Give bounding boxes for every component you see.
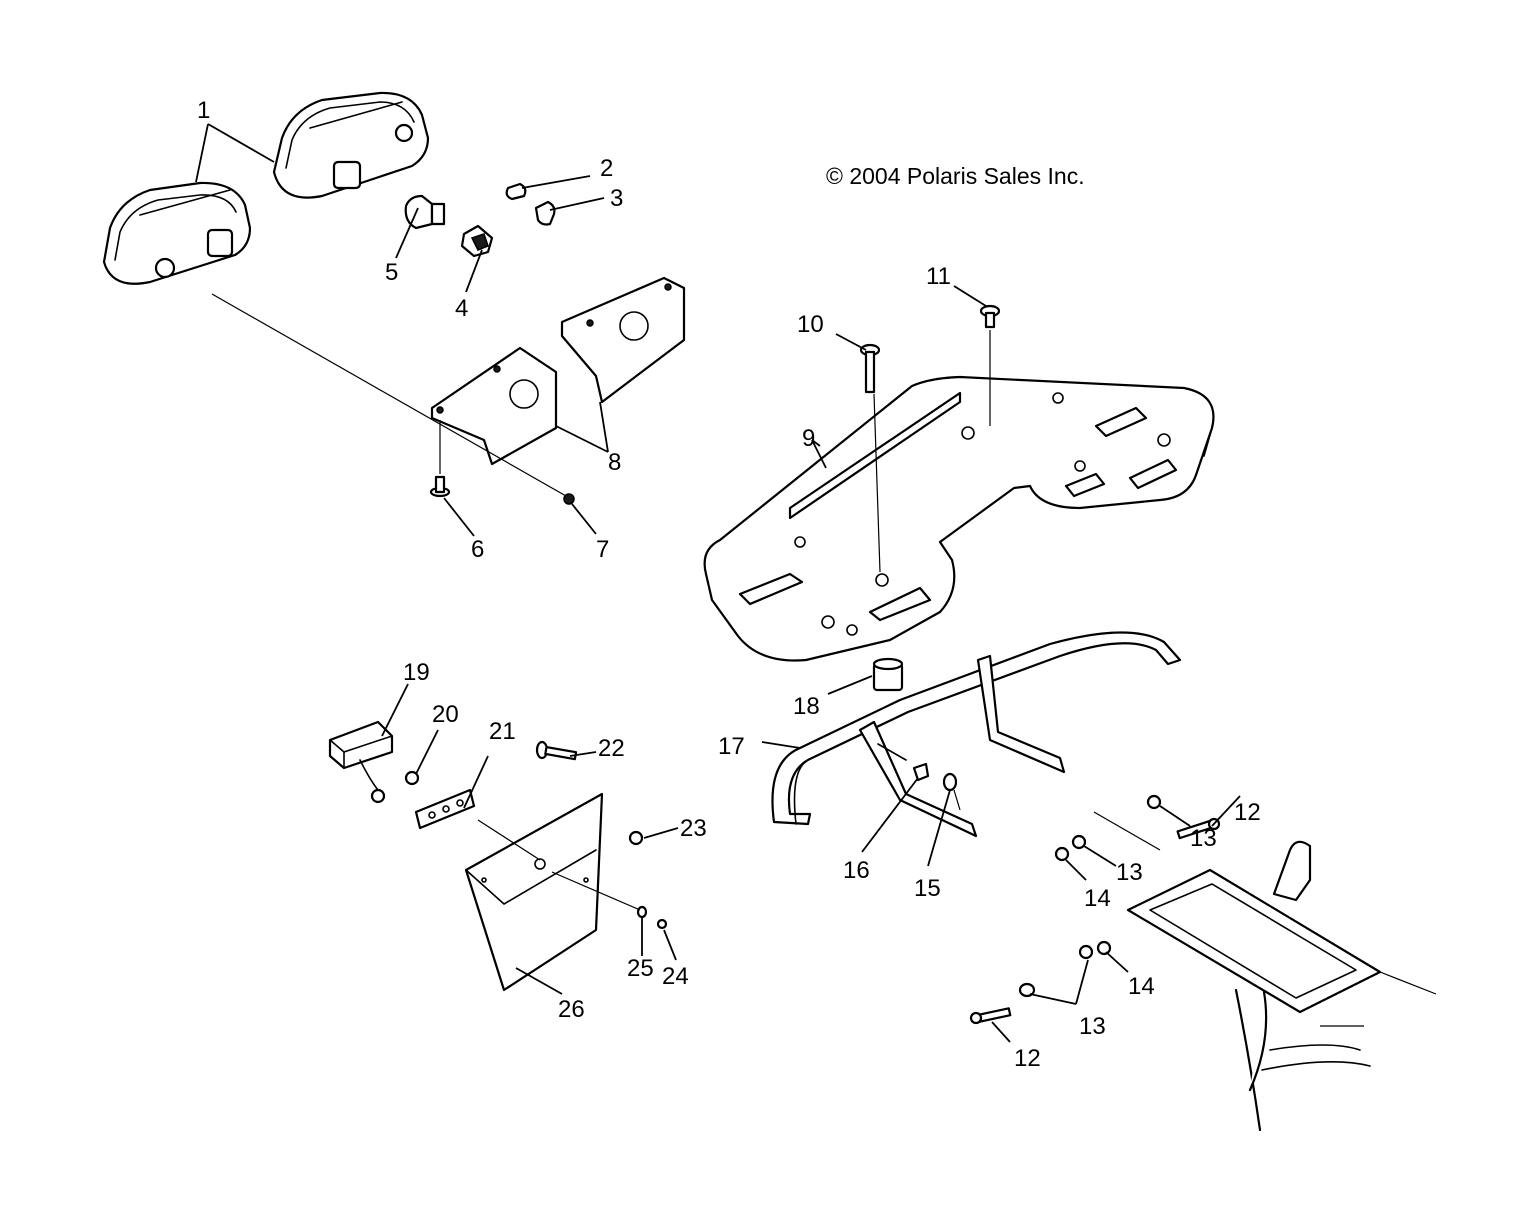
callout-19: 19 xyxy=(403,659,430,686)
callout-5: 5 xyxy=(385,259,398,286)
leader-lines xyxy=(195,123,1241,1043)
callout-16: 16 xyxy=(843,857,870,884)
callout-4: 4 xyxy=(455,295,468,322)
callout-25: 25 xyxy=(627,955,654,982)
nut-14-mid xyxy=(1054,846,1070,862)
rack-support-frame xyxy=(771,631,1182,838)
callout-13-mid: 13 xyxy=(1116,859,1143,886)
taillight-right xyxy=(272,91,430,199)
plate-bracket-21 xyxy=(414,788,476,830)
callout-18: 18 xyxy=(793,693,820,720)
license-light-19 xyxy=(328,720,394,804)
taillight-left xyxy=(102,181,252,285)
washer-13-upper xyxy=(1146,794,1162,810)
callout-23: 23 xyxy=(680,815,707,842)
callout-20: 20 xyxy=(432,701,459,728)
callout-24: 24 xyxy=(662,963,689,990)
callout-13-upper: 13 xyxy=(1190,825,1217,852)
callout-14-mid: 14 xyxy=(1084,885,1111,912)
callout-12-upper: 12 xyxy=(1234,799,1261,826)
callout-9: 9 xyxy=(802,425,815,452)
light-bracket-rear xyxy=(560,276,686,404)
callout-15: 15 xyxy=(914,875,941,902)
grommet-20 xyxy=(404,770,420,786)
washer-15 xyxy=(942,772,958,792)
socket-large xyxy=(460,224,494,258)
nut-14-lower xyxy=(1096,940,1112,956)
callout-6: 6 xyxy=(471,536,484,563)
callout-3: 3 xyxy=(610,185,623,212)
callout-2: 2 xyxy=(600,155,613,182)
callout-13-lower: 13 xyxy=(1079,1013,1106,1040)
bolt-10 xyxy=(859,343,881,394)
nut-23 xyxy=(628,830,644,846)
light-bracket-front xyxy=(430,346,558,466)
callout-17: 17 xyxy=(718,733,745,760)
assembly-centerlines xyxy=(211,293,1161,911)
callout-21: 21 xyxy=(489,718,516,745)
plate-mount-26 xyxy=(464,792,604,992)
callout-10: 10 xyxy=(797,311,824,338)
callout-14-lower: 14 xyxy=(1128,973,1155,1000)
nut-7 xyxy=(563,493,575,505)
rear-rack xyxy=(703,375,1215,662)
callout-labels: 1 2 3 4 5 6 7 8 9 10 11 12 13 14 15 16 1… xyxy=(197,97,1261,1072)
bulb-small xyxy=(505,182,527,201)
nut-24 xyxy=(656,918,668,930)
callout-22: 22 xyxy=(598,735,625,762)
screw-6 xyxy=(429,475,451,498)
bumper-18 xyxy=(872,657,904,692)
callout-26: 26 xyxy=(558,996,585,1023)
washer-25 xyxy=(636,905,648,919)
callout-7: 7 xyxy=(596,536,609,563)
callout-12-lower: 12 xyxy=(1014,1045,1041,1072)
callout-1: 1 xyxy=(197,97,210,124)
bolt-22 xyxy=(535,740,578,761)
callout-11: 11 xyxy=(926,263,951,290)
screw-16 xyxy=(912,762,930,782)
vehicle-frame xyxy=(1126,840,1437,1132)
bolt-11 xyxy=(979,304,1001,329)
washer-13-lower xyxy=(1018,982,1036,998)
washer-13-mid xyxy=(1071,834,1087,850)
callout-8: 8 xyxy=(608,449,621,476)
copyright-notice: © 2004 Polaris Sales Inc. xyxy=(826,163,1085,189)
bolt-12-lower xyxy=(969,1007,1012,1025)
socket-small xyxy=(534,200,556,226)
washer-13-lower-b xyxy=(1078,944,1094,960)
